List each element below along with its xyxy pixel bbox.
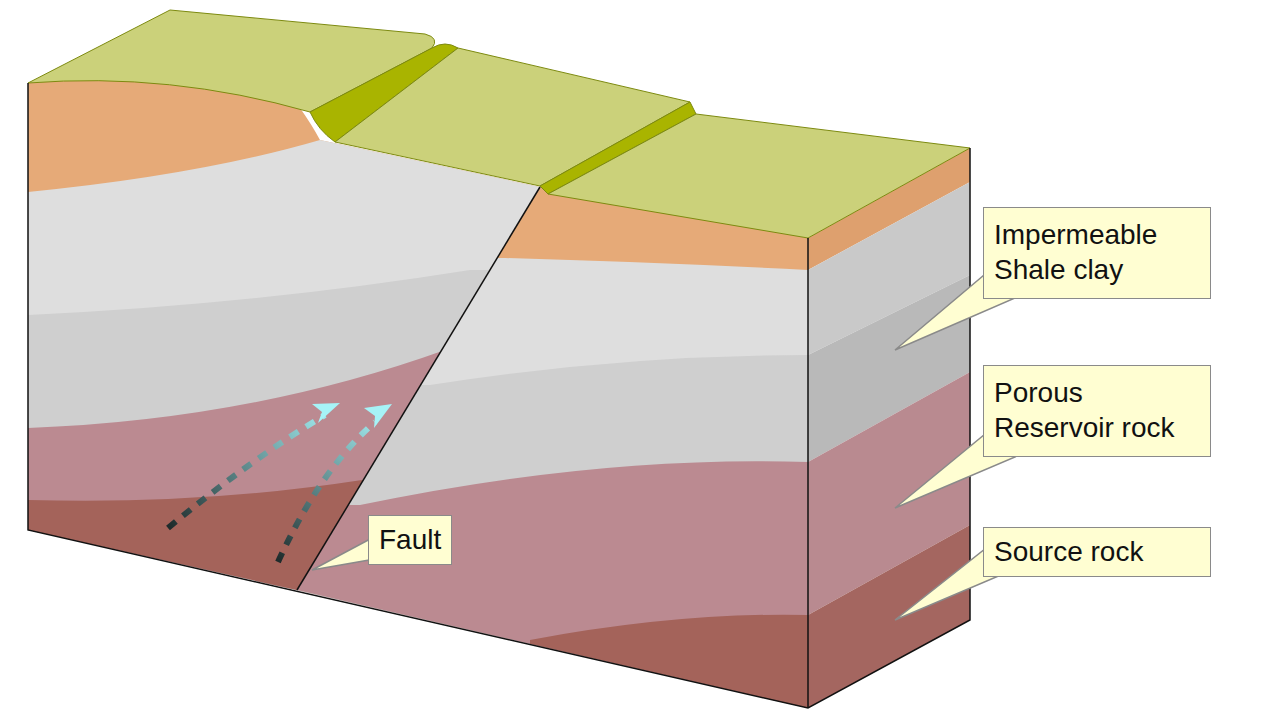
side-face: [808, 148, 970, 708]
callout-pointer: [312, 270, 1015, 620]
block-outline: [28, 83, 970, 708]
callout-text: Source rock: [994, 534, 1200, 569]
callout-text: Fault: [379, 522, 441, 557]
fault-line: [297, 187, 540, 590]
callout-text: Impermeable Shale clay: [994, 217, 1200, 287]
migration-arrows: [168, 403, 392, 562]
callout-box: Porous Reservoir rock: [983, 365, 1211, 457]
callout-box: Source rock: [983, 527, 1211, 577]
ground-surface: [28, 10, 970, 238]
callout-text: Porous Reservoir rock: [994, 375, 1200, 445]
callout-box: Impermeable Shale clay: [983, 207, 1211, 299]
callout-box: Fault: [368, 515, 452, 565]
